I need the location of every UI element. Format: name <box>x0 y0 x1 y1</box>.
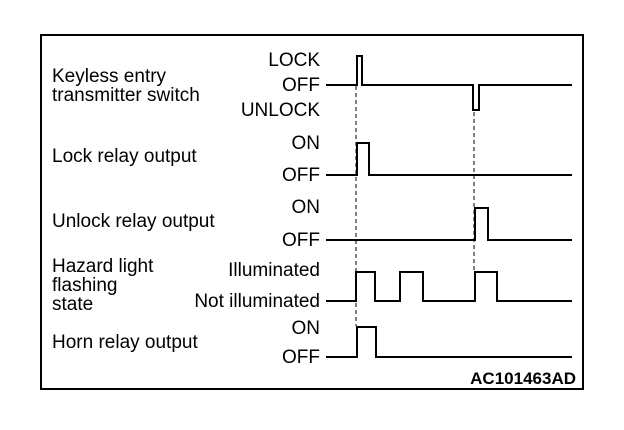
state-label-off: OFF <box>282 347 320 368</box>
hazard-flashing-waveform <box>326 271 572 302</box>
keyless-switch-waveform <box>326 55 572 111</box>
unlock-relay-label: Unlock relay output <box>52 211 215 232</box>
state-label-on: ON <box>292 133 321 154</box>
lock-relay-label: Lock relay output <box>52 146 197 167</box>
keyless-label-line1: Keyless entry <box>52 66 167 87</box>
state-label-off: OFF <box>282 75 320 96</box>
hazard-label-line2: flashing <box>52 275 118 296</box>
state-label-on: ON <box>292 197 321 218</box>
state-label-illuminated: Illuminated <box>228 260 320 281</box>
unlock-relay-waveform <box>326 207 572 241</box>
horn-relay-waveform <box>326 326 572 358</box>
state-label-on: ON <box>292 318 321 339</box>
state-label-lock: LOCK <box>268 50 320 71</box>
state-label-off: OFF <box>282 230 320 251</box>
state-label-off: OFF <box>282 165 320 186</box>
hazard-label-line3: state <box>52 294 93 315</box>
state-label-not-illuminated: Not illuminated <box>194 291 320 312</box>
state-label-unlock: UNLOCK <box>241 100 321 121</box>
diagram-frame <box>40 34 584 390</box>
lock-relay-waveform <box>326 142 572 176</box>
figure-code: AC101463AD <box>470 369 576 388</box>
keyless-label-line2: transmitter switch <box>52 85 200 106</box>
horn-relay-label: Horn relay output <box>52 332 198 353</box>
hazard-label-line1: Hazard light <box>52 256 154 277</box>
